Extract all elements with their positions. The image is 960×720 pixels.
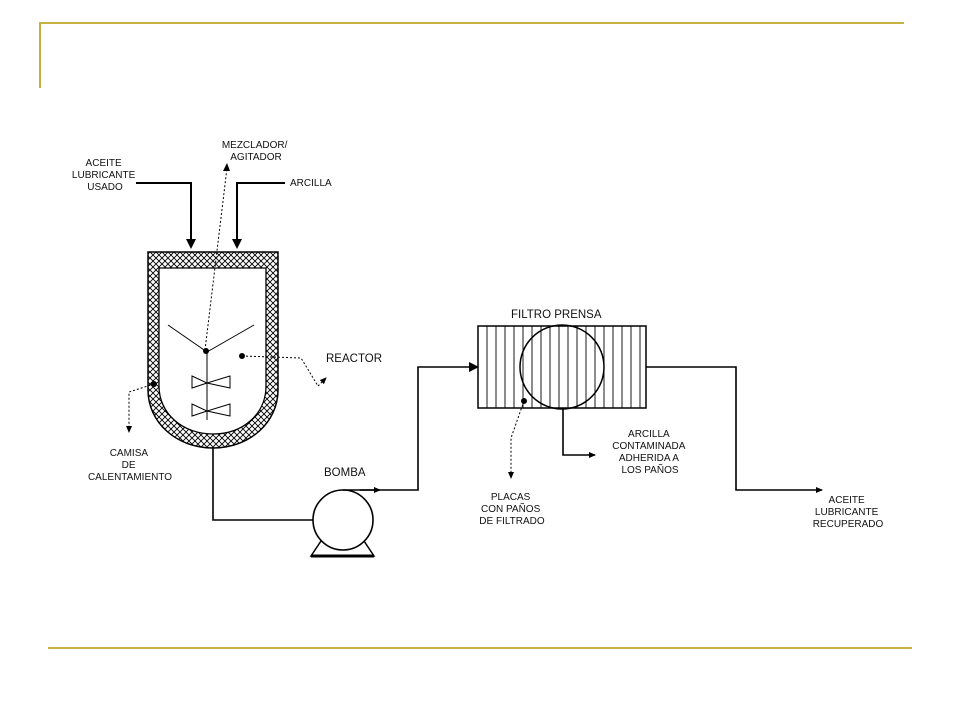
reactor-outlet-line <box>212 448 292 521</box>
recovered-oil-line <box>646 366 823 493</box>
bottom-rule <box>48 647 912 649</box>
label-used-oil: ACEITE LUBRICANTE USADO <box>72 158 138 193</box>
label-plates: PLACAS CON PAÑOS DE FILTRADO <box>479 492 545 527</box>
clay-inlet-arrow <box>232 182 285 249</box>
jacket-leader <box>126 381 157 433</box>
reactor-vessel <box>147 251 279 449</box>
label-filter-press: FILTRO PRENSA <box>511 309 602 321</box>
top-rule <box>40 22 904 24</box>
label-recovered-oil: ACEITE LUBRICANTE RECUPERADO <box>813 495 884 530</box>
reactor-leader <box>239 353 327 387</box>
label-contaminated-clay: ARCILLA CONTAMINADA ADHERIDA A LOS PAÑOS <box>612 429 687 476</box>
label-jacket: CAMISA DE CALENTAMIENTO <box>88 448 172 483</box>
used-oil-inlet-arrow <box>136 182 196 249</box>
pump-outlet-line <box>378 362 479 491</box>
left-rule <box>39 22 41 88</box>
label-clay: ARCILLA <box>290 178 332 189</box>
plates-leader <box>508 398 527 479</box>
label-mixer: MEZCLADOR/ AGITADOR <box>222 140 290 163</box>
mixer-leader <box>203 163 230 354</box>
label-pump: BOMBA <box>324 467 366 479</box>
clay-outlet-arrow <box>562 408 596 458</box>
filter-press <box>477 324 647 410</box>
pump <box>309 489 378 558</box>
label-reactor: REACTOR <box>326 353 382 365</box>
agitator <box>167 324 255 420</box>
